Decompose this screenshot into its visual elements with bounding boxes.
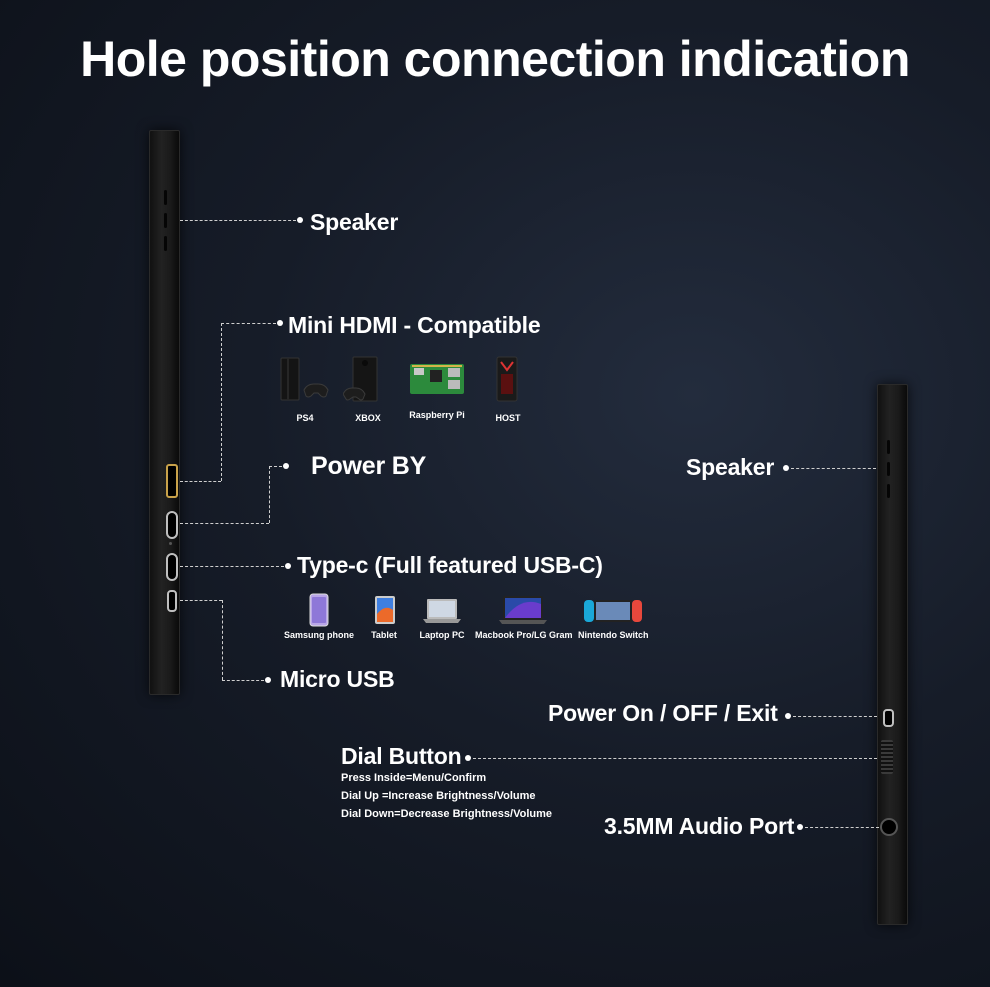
leader-line [222, 680, 264, 681]
right-speaker-grille [887, 462, 890, 476]
leader-line [473, 758, 877, 759]
macbook-icon [497, 594, 549, 626]
leader-dot [297, 217, 303, 223]
mini-hdmi-port[interactable] [166, 464, 178, 498]
power-button-label: Power On / OFF / Exit [548, 700, 778, 726]
right-speaker-grille [887, 440, 890, 454]
leader-dot [785, 713, 791, 719]
right-speaker-label: Speaker [686, 454, 775, 480]
dial-button[interactable] [881, 740, 893, 774]
device-label: Tablet [371, 630, 397, 640]
leader-dot [797, 824, 803, 830]
raspberry-pi-icon [408, 360, 466, 398]
nintendo-switch-icon [582, 597, 644, 625]
power-button[interactable] [883, 709, 894, 727]
leader-line [222, 600, 223, 680]
leader-line [793, 716, 877, 717]
tablet-icon [371, 594, 399, 626]
device-label: Samsung phone [284, 630, 355, 640]
indicator-led [169, 542, 172, 545]
leader-line [221, 323, 222, 481]
audio-port-label: 3.5MM Audio Port [604, 813, 795, 839]
leader-line [180, 523, 269, 524]
samsung-phone-icon [305, 592, 333, 628]
page-title: Hole position connection indication [80, 31, 910, 87]
device-label: PS4 [296, 413, 314, 423]
micro-usb-label: Micro USB [280, 666, 395, 692]
leader-dot [277, 320, 283, 326]
leader-dot [465, 755, 471, 761]
dial-note: Dial Up =Increase Brightness/Volume [341, 790, 536, 802]
leader-line [180, 600, 222, 601]
laptop-icon [421, 596, 463, 626]
leader-line [805, 827, 879, 828]
leader-line [269, 466, 282, 467]
device-label: HOST [495, 413, 521, 423]
audio-port[interactable] [880, 818, 898, 836]
leader-line [180, 220, 296, 221]
device-label: Raspberry Pi [409, 410, 465, 420]
left-speaker-grille [164, 213, 167, 228]
right-speaker-grille [887, 484, 890, 498]
right-monitor-edge [877, 384, 908, 925]
device-label: Macbook Pro/LG Gram [475, 630, 573, 640]
power-by-label: Power BY [311, 452, 427, 480]
leader-dot [265, 677, 271, 683]
dial-button-label: Dial Button [341, 743, 462, 769]
leader-line [221, 323, 276, 324]
dial-note: Press Inside=Menu/Confirm [341, 772, 487, 784]
type-c-port[interactable] [166, 553, 178, 581]
dial-note: Dial Down=Decrease Brightness/Volume [341, 808, 553, 820]
leader-dot [283, 463, 289, 469]
leader-dot [285, 563, 291, 569]
power-usb-c-port[interactable] [166, 511, 178, 539]
left-speaker-grille [164, 236, 167, 251]
mini-hdmi-label: Mini HDMI - Compatible [288, 312, 541, 338]
device-label: Laptop PC [419, 630, 465, 640]
leader-line [269, 466, 270, 523]
leader-line [791, 468, 876, 469]
xbox-icon [343, 354, 387, 404]
leader-line [180, 566, 284, 567]
leader-line [180, 481, 221, 482]
micro-usb-port[interactable] [167, 590, 177, 612]
leader-dot [783, 465, 789, 471]
device-label: Nintendo Switch [578, 630, 649, 640]
ps4-icon [278, 354, 330, 404]
type-c-label: Type-c (Full featured USB-C) [297, 552, 603, 578]
left-speaker-grille [164, 190, 167, 205]
host-pc-icon [492, 354, 522, 404]
left-speaker-label: Speaker [310, 209, 399, 235]
device-label: XBOX [355, 413, 381, 423]
